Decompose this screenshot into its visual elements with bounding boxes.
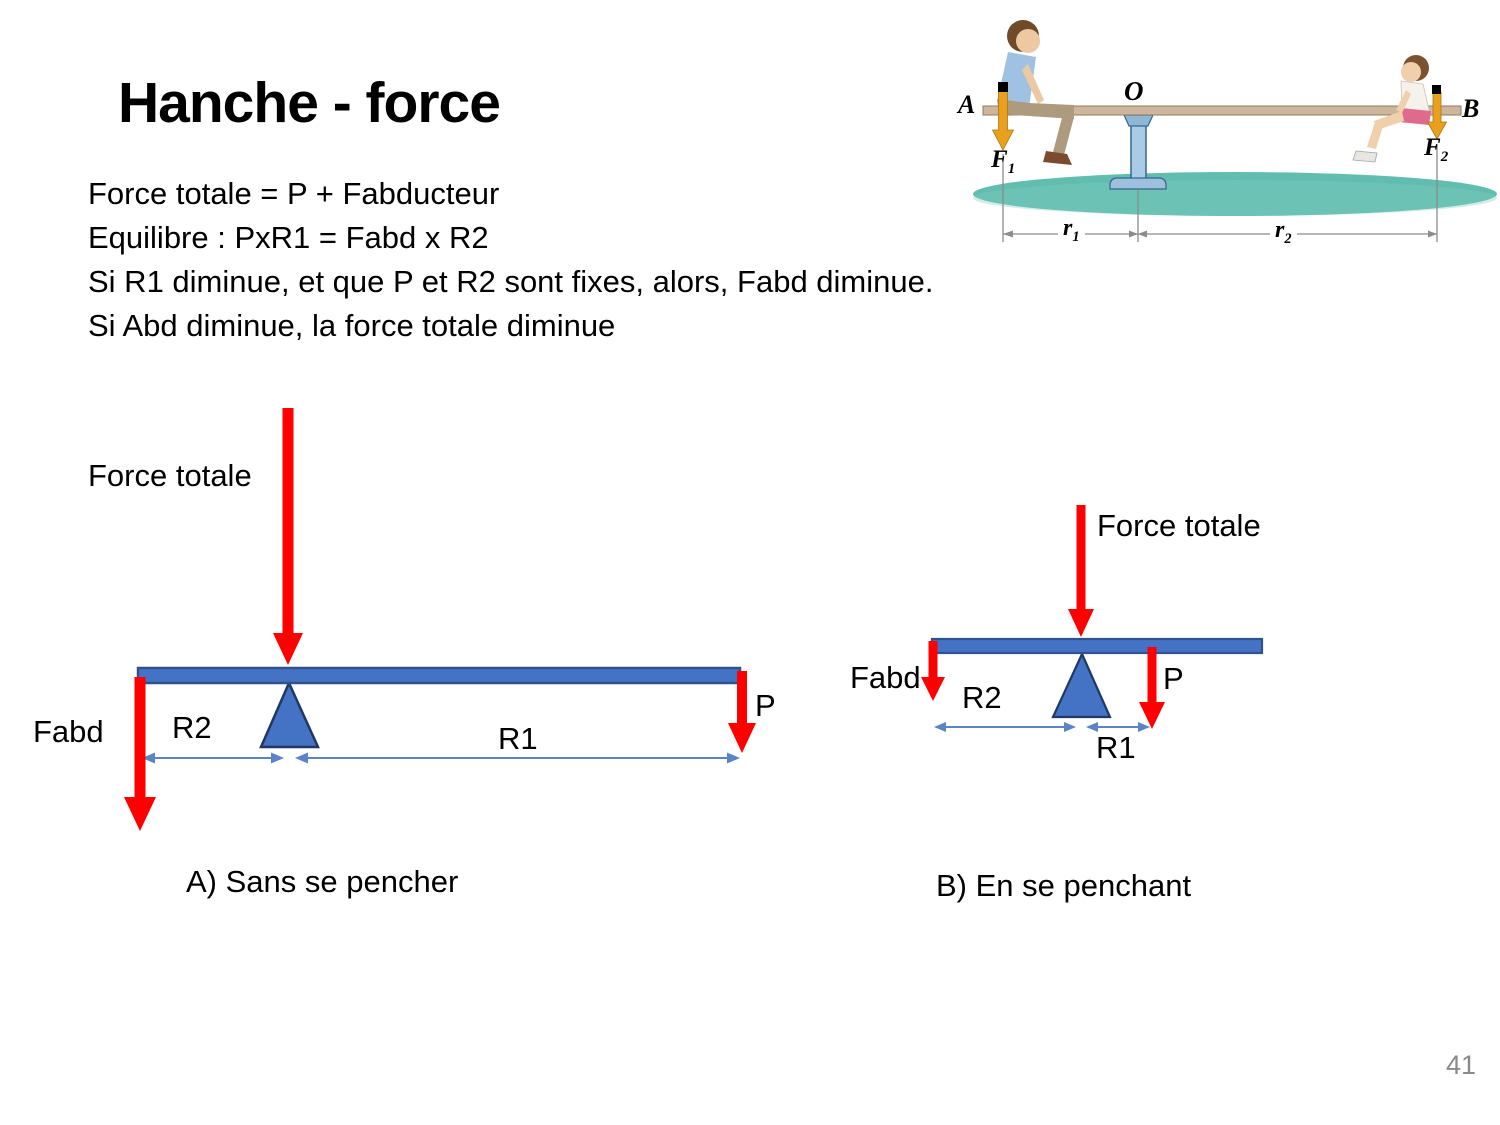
boy-thigh	[997, 99, 1074, 119]
diagram-a-p-arrow	[728, 671, 756, 753]
diagram-b-p-label: P	[1163, 661, 1184, 696]
seesaw-label-f1: F1	[991, 146, 1015, 178]
seesaw-label-o: O	[1124, 76, 1144, 106]
diagram-a	[124, 408, 756, 831]
girl-shorts	[1399, 108, 1431, 125]
seesaw-dimension-arrowheads	[1003, 230, 1437, 238]
seesaw-ground	[973, 172, 1497, 216]
diagram-a-p-label: P	[755, 688, 776, 723]
diagram-a-r2-label: R2	[172, 710, 212, 745]
seesaw-ground-shade	[973, 180, 1497, 216]
f1-arrow	[991, 87, 1015, 151]
f2-anchor-dot	[1432, 85, 1441, 94]
diagram-a-fabd-label: Fabd	[33, 714, 104, 749]
boy-face	[1016, 29, 1040, 53]
seesaw-label-f2: F2	[1424, 134, 1448, 166]
diagram-a-lever-bar	[136, 666, 742, 685]
diagram-b-force-totale-arrow	[1068, 505, 1094, 637]
boy-arm	[1022, 64, 1044, 104]
f1-sub: 1	[1007, 161, 1016, 177]
diagram-b-r2-label: R2	[962, 680, 1002, 715]
body-line-3: Si R1 diminue, et que P et R2 sont fixes…	[88, 264, 934, 299]
seesaw-label-b: B	[1462, 94, 1480, 123]
girl-face	[1401, 62, 1421, 82]
diagram-a-caption: A) Sans se pencher	[186, 864, 459, 899]
seesaw-label-a: A	[958, 90, 976, 119]
diagram-a-force-totale-arrow	[273, 408, 303, 665]
r2-base: r	[1275, 217, 1285, 243]
diagram-a-fabd-arrow	[124, 677, 156, 831]
seesaw-girl-figure	[1352, 55, 1431, 163]
diagram-b-caption: B) En se penchant	[936, 868, 1192, 903]
boy-shoe	[1043, 151, 1072, 165]
f2-sub: 2	[1440, 149, 1449, 165]
diagram-a-dimensions	[142, 752, 740, 764]
f1-base: F	[991, 146, 1008, 173]
girl-arm	[1396, 90, 1411, 113]
seesaw-pedestal-cap	[1123, 114, 1154, 127]
diagram-b-dimensions	[934, 722, 1150, 732]
body-line-1: Force totale = P + Fabducteur	[88, 176, 500, 211]
seesaw-label-r1: r1	[1058, 215, 1085, 246]
page-title: Hanche - force	[118, 71, 501, 135]
seesaw-boy-figure	[997, 20, 1074, 165]
diagram-a-fulcrum-triangle	[259, 679, 320, 749]
diagram-b-r1-label: R1	[1096, 730, 1136, 765]
diagram-b	[921, 505, 1264, 732]
body-line-2: Equilibre : PxR1 = Fabd x R2	[88, 220, 489, 255]
r1-base: r	[1063, 215, 1073, 241]
boy-shin	[1053, 114, 1074, 155]
diagram-b-fulcrum-triangle	[1051, 651, 1112, 719]
diagram-b-force-label: Force totale	[1097, 508, 1261, 543]
diagram-b-lever-bar	[930, 637, 1264, 655]
f2-arrow	[1426, 91, 1448, 140]
body-text-block: Force totale = P + Fabducteur Equilibre …	[88, 172, 933, 348]
girl-shin	[1367, 122, 1383, 149]
f2-base: F	[1424, 134, 1441, 161]
seesaw-plank	[982, 105, 1462, 116]
r1-sub: 1	[1072, 228, 1080, 245]
seesaw-illustration	[973, 20, 1497, 242]
page-number: 41	[1446, 1050, 1477, 1080]
f1-anchor-dot	[998, 82, 1008, 92]
diagram-b-p-arrow	[1139, 647, 1165, 729]
diagram-b-fabd-arrow	[921, 641, 945, 701]
r2-sub: 2	[1284, 230, 1292, 247]
seesaw-label-r2: r2	[1270, 217, 1297, 248]
seesaw-pedestal-stem	[1130, 120, 1147, 182]
diagram-b-fabd-label: Fabd	[850, 660, 921, 695]
diagram-a-force-label: Force totale	[88, 458, 252, 493]
diagram-a-r1-label: R1	[498, 721, 538, 756]
girl-shoe	[1352, 150, 1378, 163]
body-line-4: Si Abd diminue, la force totale diminue	[88, 308, 616, 343]
seesaw-pedestal-base	[1109, 177, 1167, 190]
